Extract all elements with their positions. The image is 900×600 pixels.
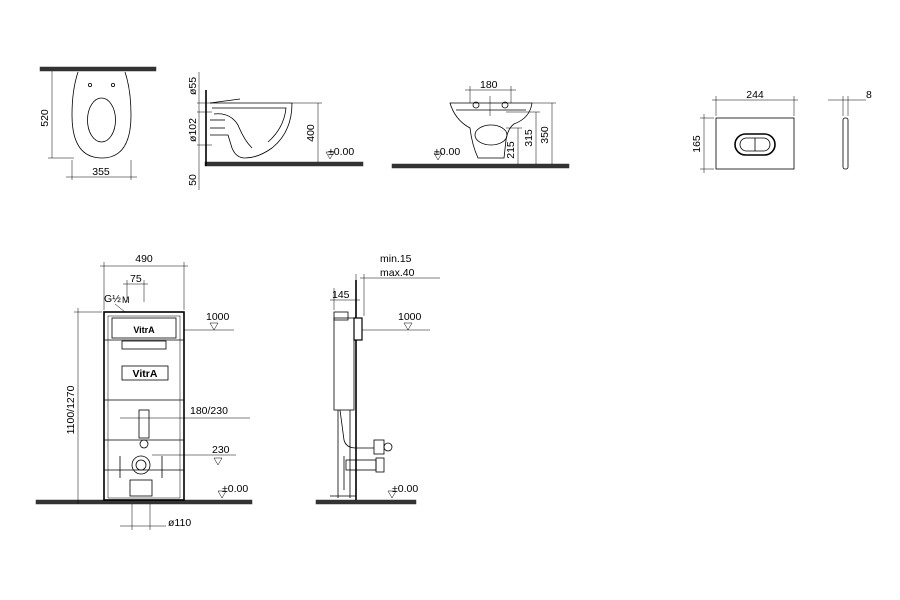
wc-seat-opening — [87, 97, 116, 143]
level-230-label: 230 — [212, 444, 230, 456]
floor-line — [391, 163, 570, 169]
brand-plate — [121, 365, 169, 381]
flush-plate-profile — [842, 117, 849, 170]
pipe-dia-dim: ø55 — [187, 77, 199, 95]
outlet-dia-dim: ø102 — [187, 118, 199, 142]
frame-width-dim: 490 — [135, 253, 153, 265]
frame-front-view: VitrA VitrA 490 75 G½ M 1100/1270 100 — [35, 253, 253, 530]
seat-hinge-left — [88, 83, 93, 88]
wall-max-dim: max.40 — [380, 267, 415, 279]
floor-line — [315, 499, 417, 505]
floor-offset-dim: 50 — [187, 174, 199, 186]
level-marker-icon — [209, 322, 219, 331]
cistern-top — [111, 317, 177, 339]
plate-height-dim: 165 — [691, 135, 703, 153]
outlet-range-dim: 180/230 — [190, 405, 228, 417]
frame-side-view: 145 min.15 max.40 1000 ±0.00 — [315, 253, 440, 505]
wc-top-view: 520 355 — [39, 66, 157, 180]
wc-front-view: 180 215 315 350 ±0.00 — [391, 79, 570, 169]
wc-front-outline — [449, 102, 533, 159]
floor-level-label: ±0.00 — [434, 146, 460, 158]
flush-button-outer — [734, 133, 776, 156]
plate-width-dim: 244 — [746, 89, 764, 101]
wc-depth-dim: 520 — [39, 109, 51, 127]
level-marker-icon — [403, 322, 413, 331]
outlet-pipe-side — [345, 459, 377, 471]
height-c-dim: 350 — [539, 126, 551, 144]
wc-side-view: ø55 ø102 50 400 ±0.00 — [187, 72, 364, 190]
wc-bowl-outline — [71, 71, 132, 159]
cistern-side — [333, 317, 355, 411]
wc-width-dim: 355 — [92, 166, 110, 178]
flush-pipe-side — [339, 409, 374, 449]
level-marker-icon — [217, 490, 227, 499]
level-marker-icon — [325, 151, 335, 160]
inlet-label: M — [122, 295, 130, 305]
height-a-dim: 215 — [505, 141, 517, 159]
wc-side-outline — [210, 102, 293, 159]
level-marker-icon — [387, 490, 397, 499]
outlet-dia-dim: ø110 — [168, 517, 191, 529]
floor-level-label: ±0.00 — [328, 146, 354, 158]
height-b-dim: 315 — [523, 129, 535, 147]
inlet-offset-dim: 75 — [130, 273, 142, 285]
level-marker-icon — [213, 457, 223, 466]
flush-plate-side — [353, 317, 363, 341]
floor-level-label: ±0.00 — [222, 483, 248, 495]
level-1000-label: 1000 — [206, 311, 230, 323]
outlet-circle — [131, 455, 151, 475]
floor-level-label: ±0.00 — [392, 483, 418, 495]
frame-outline — [103, 311, 185, 501]
frame-depth-dim: 145 — [332, 289, 350, 301]
flush-pipe — [138, 409, 150, 439]
seat-hinge-right — [111, 83, 116, 88]
floor-line — [204, 161, 364, 167]
wall-line — [39, 66, 157, 72]
level-1000-label: 1000 — [398, 311, 422, 323]
inlet-size-label: G½ — [104, 293, 121, 305]
fixing-spacing-dim: 180 — [480, 79, 498, 91]
rim-height-dim: 400 — [305, 124, 317, 142]
wall-min-dim: min.15 — [380, 253, 412, 265]
flush-plate-front-view: 244 165 — [691, 89, 798, 173]
brand-logo-top: VitrA — [133, 325, 155, 335]
brand-logo-plate: VitrA — [133, 368, 158, 380]
frame-height-dim: 1100/1270 — [65, 385, 77, 434]
flush-plate-outline — [715, 117, 795, 170]
plate-depth-dim: 8 — [866, 89, 872, 101]
flush-plate-side-view: 8 — [828, 89, 872, 170]
level-marker-icon — [433, 152, 443, 161]
